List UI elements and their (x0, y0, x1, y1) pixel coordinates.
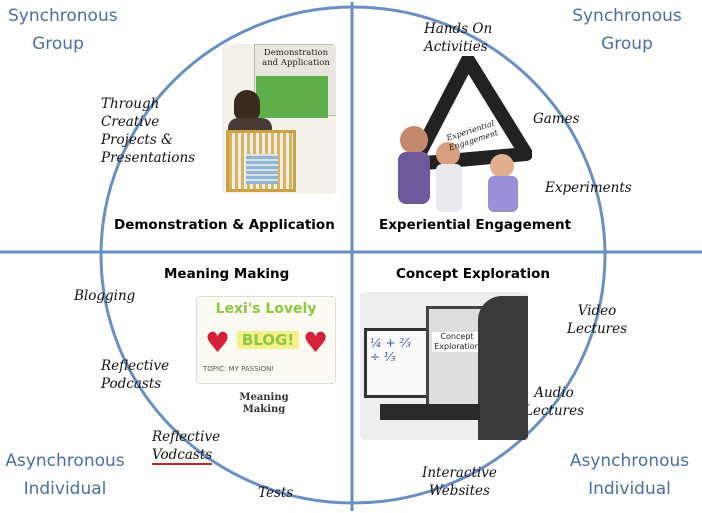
photo-loom-weave (246, 154, 278, 184)
poster-blog-word: BLOG! (237, 331, 299, 349)
photo-green-board (256, 76, 328, 118)
activity-experiments: Experiments (545, 180, 632, 196)
photo-person (478, 296, 528, 440)
activity-interactive-websites: Interactive Websites (422, 465, 497, 499)
activity-tests: Tests (258, 485, 294, 501)
concept-exploration-photo: ¼ + ⅔÷ ⅓ Concept Exploration (360, 292, 528, 440)
photo-caption: Demonstration and Application (262, 48, 330, 68)
activity-reflective-vodcasts: Reflective Vodcasts (152, 429, 221, 465)
quadrant-title-experiential: Experiential Engagement (379, 217, 572, 233)
activity-audio-lectures: Audio Lectures (524, 385, 585, 419)
poster-heart-right: ♥ (303, 326, 329, 359)
activity-reflective-podcasts: Reflective Podcasts (101, 358, 170, 392)
experiential-photo: Experiential Engagement (384, 56, 532, 214)
poster-heart-left: ♥ (205, 326, 231, 359)
activity-blogging: Blogging (74, 288, 136, 304)
photo-person-head (234, 90, 260, 120)
demonstration-photo: Demonstration and Application (222, 44, 336, 194)
photo-math-scribble: ¼ + ⅔÷ ⅓ (370, 336, 411, 364)
activity-hands-on: Hands On Activities (424, 21, 493, 55)
activity-creative-projects: Through Creative Projects & Presentation… (101, 96, 196, 166)
quadrant-title-concept-exploration: Concept Exploration (396, 266, 550, 282)
quadrant-title-demonstration: Demonstration & Application (114, 217, 335, 233)
photo-monitor-left (364, 328, 430, 398)
blog-poster: Lexi's Lovely ♥ BLOG! ♥ TOPIC: MY PASSIO… (196, 296, 336, 384)
screen-label: Concept Exploration (432, 332, 482, 352)
meaning-making-label: Meaning Making (239, 392, 289, 415)
poster-topic: TOPIC: MY PASSION! (203, 365, 275, 373)
poster-title: Lexi's Lovely (215, 301, 317, 317)
quadrant-title-meaning-making: Meaning Making (164, 266, 290, 282)
photo-keyboard (380, 404, 480, 420)
activity-video-lectures: Video Lectures (567, 303, 628, 337)
triangle-graphic (398, 56, 532, 212)
activity-games: Games (533, 111, 580, 127)
